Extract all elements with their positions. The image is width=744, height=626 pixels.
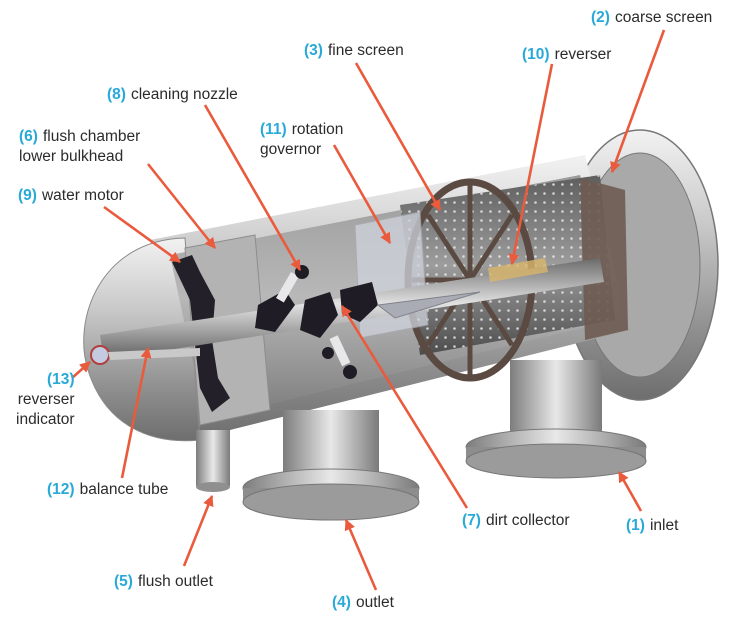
cleaning-nozzles [255, 265, 378, 379]
dirt-collector-blade [376, 291, 481, 319]
label-flush-outlet: (5)flush outlet [114, 572, 213, 592]
label-text: flush outlet [137, 573, 213, 590]
label-text: dirt collector [485, 512, 570, 529]
label-cleaning-nozzle: (8)cleaning nozzle [107, 85, 238, 105]
arrow-reverser [508, 63, 554, 266]
flush-outlet-stub [196, 430, 230, 492]
callout-number: (9) [18, 187, 37, 204]
callout-number: (8) [107, 86, 126, 103]
callout-number: (3) [304, 42, 323, 59]
outlet-pipe [242, 410, 420, 521]
label-reverser-indicator: (13) reverser indicator [16, 370, 75, 430]
arrow-balance-tube [120, 346, 152, 479]
label-text: inlet [649, 517, 679, 534]
arrow-outlet [344, 518, 378, 591]
arrow-fine-screen [354, 62, 442, 211]
label-text: outlet [355, 594, 394, 611]
label-text-line-2: governor [260, 141, 322, 158]
label-text: balance tube [79, 481, 169, 498]
arrow-cleaning-nozzle [203, 104, 302, 271]
label-dirt-collector: (7)dirt collector [462, 511, 570, 531]
label-text: coarse screen [614, 9, 713, 26]
reverser-indicator-tip [90, 345, 110, 365]
callout-number: (13) [47, 371, 75, 388]
callout-number: (1) [626, 517, 645, 534]
arrow-reverser-indicator [71, 361, 91, 379]
label-text-line-2: lower bulkhead [19, 148, 124, 165]
callout-number: (6) [19, 128, 38, 145]
callout-arrows [71, 29, 666, 591]
label-outlet: (4)outlet [332, 593, 394, 613]
label-text: cleaning nozzle [130, 86, 238, 103]
callout-number: (7) [462, 512, 481, 529]
callout-number: (10) [522, 46, 550, 63]
arrow-rotation-governor [332, 144, 392, 244]
arrow-flush-chamber [146, 163, 217, 249]
arrow-dirt-collector [340, 305, 469, 509]
label-water-motor: (9)water motor [18, 186, 124, 206]
label-fine-screen: (3)fine screen [304, 41, 404, 61]
label-text: water motor [41, 187, 124, 204]
callout-number: (5) [114, 573, 133, 590]
filter-body [83, 129, 719, 521]
callout-number: (12) [47, 481, 75, 498]
label-rotation-governor: (11)rotation governor [260, 120, 343, 160]
callout-number: (4) [332, 594, 351, 611]
arrow-water-motor [103, 205, 181, 264]
label-text-line-1: rotation [291, 121, 344, 138]
label-text-line-1: reverser [17, 391, 75, 408]
label-inlet: (1)inlet [626, 516, 678, 536]
callout-number: (11) [260, 121, 287, 138]
label-text: reverser [554, 46, 612, 63]
label-balance-tube: (12)balance tube [47, 480, 168, 500]
arrow-coarse-screen [610, 29, 666, 174]
label-text-line-2: indicator [16, 411, 75, 428]
arrow-inlet [617, 471, 643, 512]
arrow-flush-outlet [182, 494, 214, 567]
callout-number: (2) [591, 9, 610, 26]
inlet-pipe [465, 360, 647, 479]
label-text-line-1: flush chamber [42, 128, 141, 145]
label-coarse-screen: (2)coarse screen [591, 8, 712, 28]
label-flush-chamber: (6)flush chamber lower bulkhead [19, 127, 140, 167]
label-text: fine screen [327, 42, 404, 59]
label-reverser: (10)reverser [522, 45, 611, 65]
